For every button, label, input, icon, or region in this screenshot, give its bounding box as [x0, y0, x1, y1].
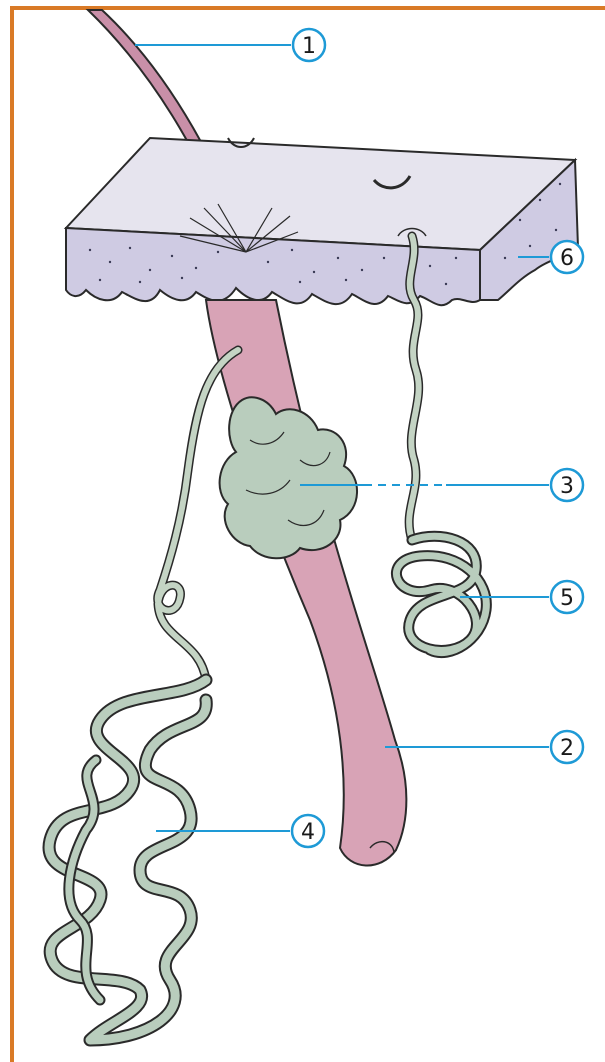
callout-1: 1	[293, 29, 325, 61]
sebaceous-gland	[220, 397, 357, 558]
callout-4-label: 4	[301, 820, 315, 845]
callout-6: 6	[551, 241, 583, 273]
callout-2-label: 2	[560, 736, 574, 761]
callout-5-label: 5	[560, 586, 574, 611]
callout-2: 2	[551, 731, 583, 763]
callout-4: 4	[292, 815, 324, 847]
callout-5: 5	[551, 581, 583, 613]
callout-3: 3	[551, 469, 583, 501]
hair-follicle	[206, 300, 406, 866]
callout-3-label: 3	[560, 474, 574, 499]
callout-1-label: 1	[302, 34, 316, 59]
callout-6-label: 6	[560, 246, 574, 271]
